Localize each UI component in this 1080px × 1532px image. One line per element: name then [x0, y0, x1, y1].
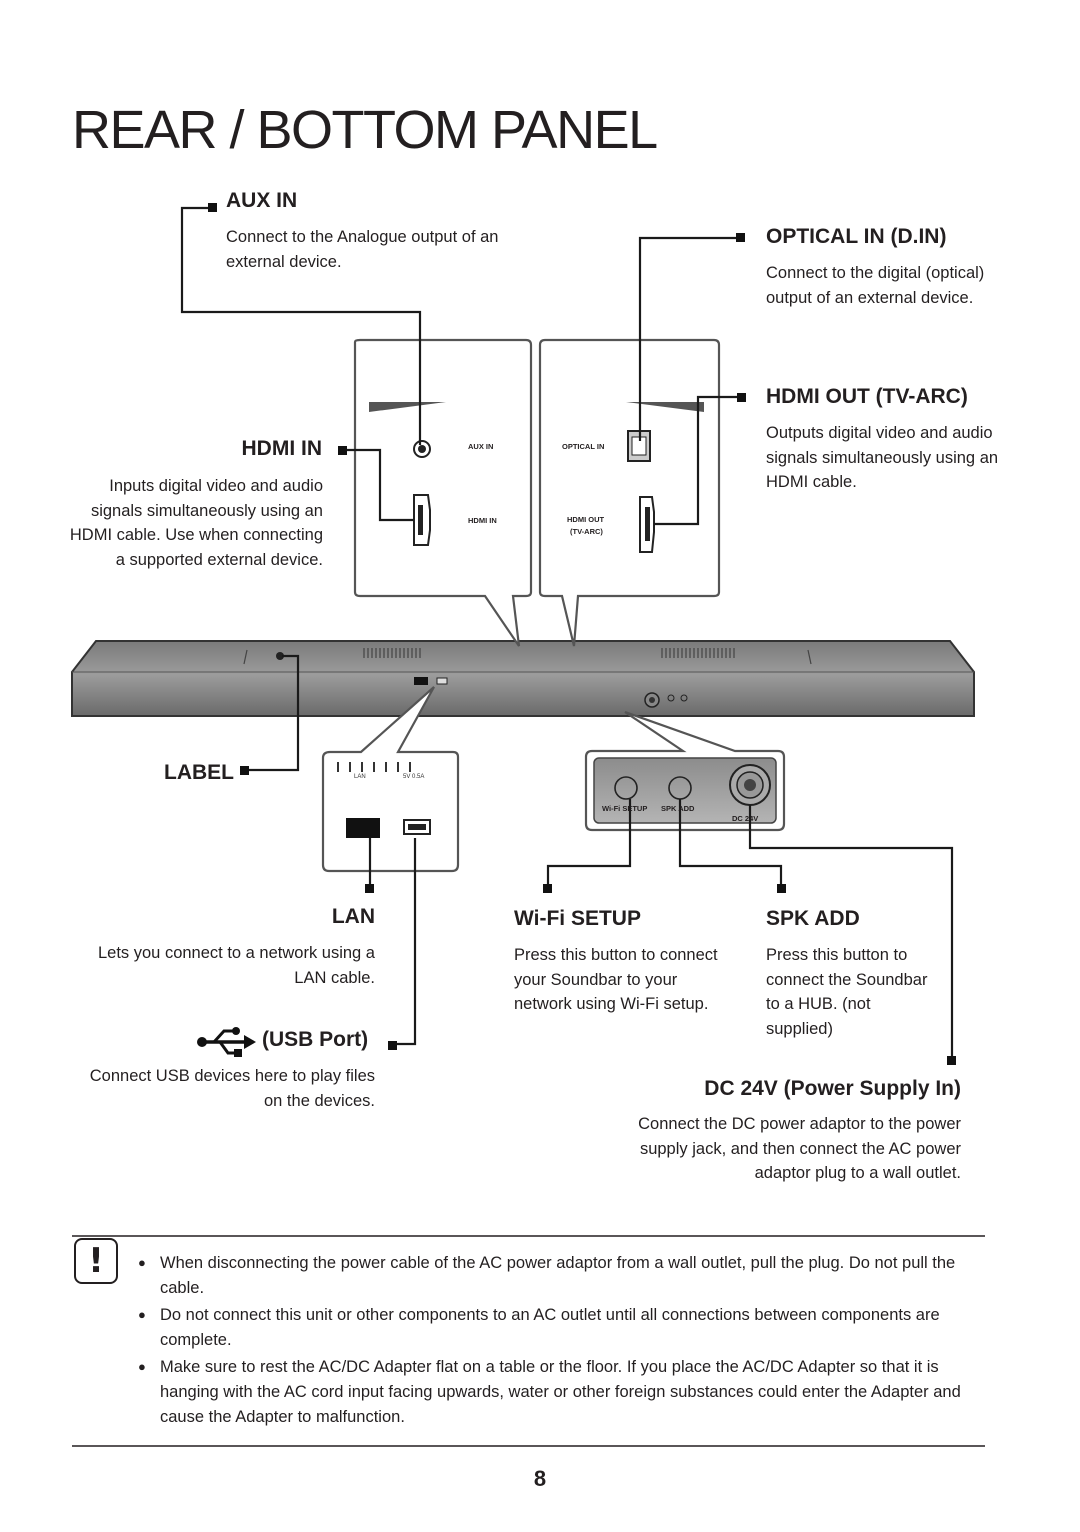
wifi-spk-dc-panel-callout — [584, 710, 786, 832]
usb-heading: (USB Port) — [262, 1028, 369, 1051]
panel-label-aux-in: AUX IN — [468, 442, 494, 451]
note-item: ●Do not connect this unit or other compo… — [138, 1306, 940, 1349]
note-text: When disconnecting the power cable of th… — [160, 1254, 956, 1297]
usb-icon — [196, 1026, 258, 1058]
optical-in-heading: OPTICAL IN (D.IN) — [766, 225, 947, 248]
panel-label-hdmi-out: HDMI OUT — [567, 515, 605, 524]
panel-label-hdmi-in: HDMI IN — [468, 516, 497, 525]
hdmi-out-heading: HDMI OUT (TV-ARC) — [766, 385, 968, 408]
wifi-setup-description: Press this button to connect your Soundb… — [514, 946, 718, 1014]
optical-hdmi-out-panel-callout — [538, 338, 721, 647]
page-title: REAR / BOTTOM PANEL — [72, 100, 658, 160]
spk-add-heading: SPK ADD — [766, 907, 860, 930]
panel-label-spk-add: SPK ADD — [661, 804, 695, 813]
panel-label-tv-arc: (TV-ARC) — [570, 527, 603, 536]
note-text: Make sure to rest the AC/DC Adapter flat… — [160, 1358, 961, 1426]
label-heading: LABEL — [164, 761, 234, 784]
note-item: ●When disconnecting the power cable of t… — [138, 1254, 956, 1297]
wifi-setup-heading: Wi-Fi SETUP — [514, 907, 641, 930]
note-text: Do not connect this unit or other compon… — [160, 1306, 940, 1349]
panel-label-usb-rating: 5V 0.5A — [403, 774, 425, 780]
note-item: ●Make sure to rest the AC/DC Adapter fla… — [138, 1358, 961, 1426]
soundbar-body — [71, 640, 975, 717]
usb-description: Connect USB devices here to play files o… — [89, 1067, 375, 1110]
dc-power-description: Connect the DC power adaptor to the powe… — [638, 1115, 961, 1183]
hdmi-out-description: Outputs digital video and audio signals … — [766, 424, 999, 492]
hdmi-aux-panel-callout — [353, 338, 533, 647]
leader-lines — [180, 206, 954, 1060]
spk-add-description: Press this button to connect the Soundba… — [766, 946, 928, 1038]
panel-label-dc-24v: DC 24V — [732, 814, 759, 823]
optical-in-description: Connect to the digital (optical) output … — [766, 264, 985, 307]
page-number: 8 — [533, 1466, 547, 1491]
aux-in-description: Connect to the Analogue output of an ext… — [226, 228, 499, 271]
lan-description: Lets you connect to a network using a LA… — [97, 944, 375, 987]
aux-in-heading: AUX IN — [226, 189, 298, 212]
hdmi-in-heading: HDMI IN — [241, 437, 323, 460]
caution-icon: ! — [74, 1238, 118, 1284]
leader-end-markers — [208, 203, 956, 1065]
lan-usb-panel-callout — [321, 686, 460, 873]
panel-label-wifi-setup: Wi-Fi SETUP — [602, 804, 648, 813]
dc-power-heading: DC 24V (Power Supply In) — [704, 1077, 961, 1100]
hdmi-in-description: Inputs digital video and audio signals s… — [69, 477, 323, 569]
panel-label-optical-in: OPTICAL IN — [562, 442, 605, 451]
lan-heading: LAN — [331, 905, 375, 928]
notes-list: ●When disconnecting the power cable of t… — [138, 1251, 978, 1432]
panel-label-lan: LAN — [354, 774, 366, 780]
